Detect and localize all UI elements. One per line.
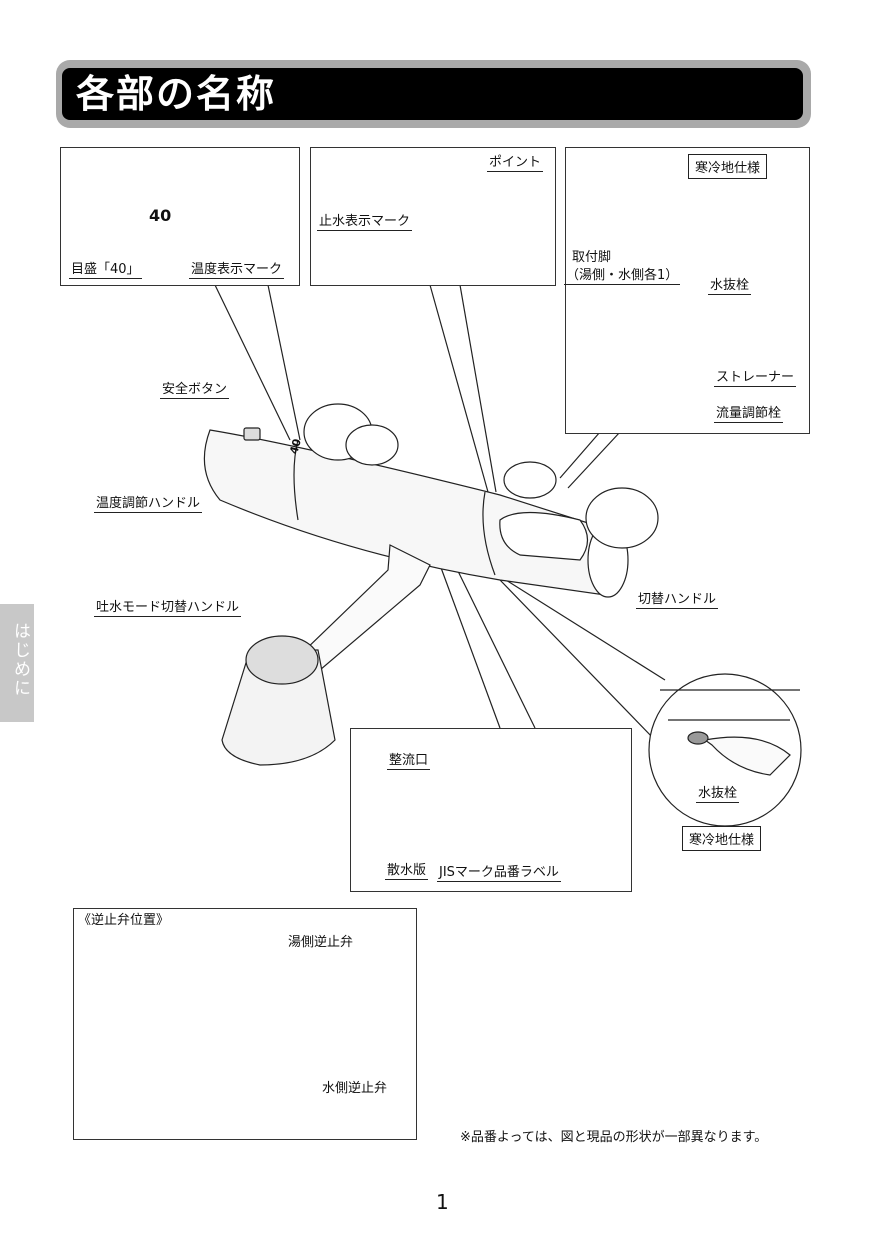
jis-label: JISマーク品番ラベル <box>437 865 561 882</box>
point-label: ポイント <box>487 155 544 172</box>
detail-box-stop: ポイント 止水表示マーク <box>310 147 556 286</box>
scale-label: 目盛「40」 <box>69 262 142 279</box>
side-tab-label: はじめに <box>10 622 30 698</box>
mode-handle-label: 吐水モード切替ハンドル <box>94 600 242 617</box>
stop-mark-label: 止水表示マーク <box>317 214 413 231</box>
detail-box-spout: 整流口 散水版 JISマーク品番ラベル <box>350 728 632 892</box>
cold-check-valve-label: 水側逆止弁 <box>322 1081 388 1096</box>
strainer-label: ストレーナー <box>714 370 797 387</box>
right-cold-spec-label: 寒冷地仕様 <box>682 826 762 851</box>
detail-box-mount: 寒冷地仕様 取付脚 （湯側・水側各1） 水抜栓 ストレーナー 流量調節栓 <box>564 147 810 434</box>
temp-handle-label: 温度調節ハンドル <box>94 496 203 513</box>
title-bar: 各部の名称 <box>56 60 811 128</box>
detail-box-scale: 40 目盛「40」 温度表示マーク <box>60 147 300 286</box>
check-valve-box: 《逆止弁位置》 湯側逆止弁 水側逆止弁 <box>73 908 417 1140</box>
title-background: 各部の名称 <box>62 68 803 120</box>
right-drain-plug-label: 水抜栓 <box>696 786 740 803</box>
spray-plate-label: 散水版 <box>385 863 429 880</box>
hot-check-valve-label: 湯側逆止弁 <box>288 935 354 950</box>
switch-handle-label: 切替ハンドル <box>636 592 719 609</box>
flow-valve-label: 流量調節栓 <box>714 406 784 423</box>
page-title: 各部の名称 <box>76 72 277 116</box>
temp-mark-label: 温度表示マーク <box>189 262 285 279</box>
footnote: ※品番よっては、図と現品の形状が一部異なります。 <box>460 1130 768 1145</box>
drain-plug-label: 水抜栓 <box>708 278 752 295</box>
mount-leg-sub-label: （湯側・水側各1） <box>564 268 681 285</box>
side-tab: はじめに <box>0 604 34 722</box>
straightener-label: 整流口 <box>387 753 431 770</box>
scale-number: 40 <box>149 206 172 225</box>
mount-leg-label: 取付脚 <box>572 250 612 265</box>
page-number: 1 <box>436 1190 449 1214</box>
check-valve-title: 《逆止弁位置》 <box>78 913 170 928</box>
cold-spec-label: 寒冷地仕様 <box>688 154 768 179</box>
safety-button-label: 安全ボタン <box>160 382 230 399</box>
